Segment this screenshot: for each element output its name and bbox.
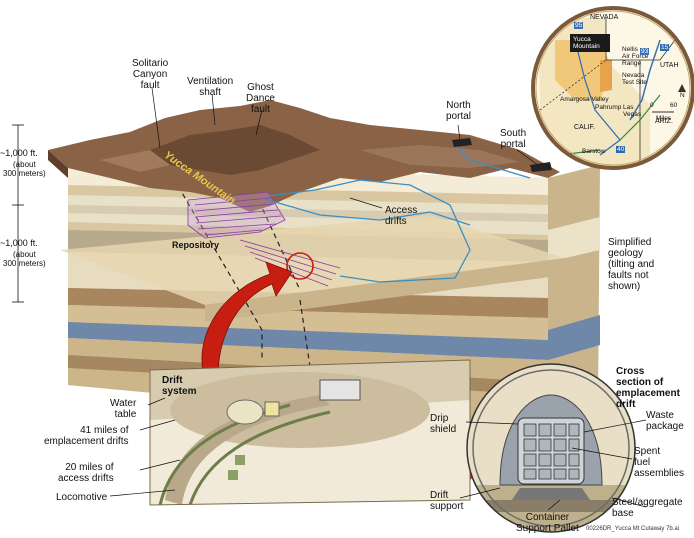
locomotive-label: Locomotive bbox=[56, 492, 108, 503]
map-hwy-95: 95 bbox=[574, 22, 584, 29]
map-yucca: Yucca Mountain bbox=[573, 36, 600, 50]
map-north-arrow-label: N bbox=[680, 92, 685, 99]
mountain-surface bbox=[48, 100, 560, 212]
map-nevada: NEVADA bbox=[590, 14, 619, 21]
container-support-pallet-label: Container Support Pallet bbox=[516, 512, 579, 534]
south-portal-label: South portal bbox=[500, 128, 527, 150]
drift-system-label: Drift system bbox=[162, 375, 197, 397]
drip-shield-label: Drip shield bbox=[430, 413, 457, 435]
map-nellis: Nellis Air Force Range bbox=[622, 46, 649, 67]
map-las-vegas: Las Vegas bbox=[623, 104, 642, 118]
solitario-canyon-fault-label: Solitario Canyon fault bbox=[132, 58, 169, 91]
location-map bbox=[531, 6, 694, 170]
water-table-label: Water table bbox=[110, 398, 137, 420]
access-drift-lines bbox=[267, 144, 531, 283]
red-arrow-to-drift bbox=[201, 261, 293, 373]
map-scale-miles: Miles bbox=[656, 115, 672, 122]
map-utah: UTAH bbox=[660, 62, 679, 69]
cross-section-title: Cross section of emplacement drift bbox=[616, 366, 680, 410]
map-test-site: Nevada Test Site bbox=[622, 72, 647, 86]
drift-system-inset bbox=[149, 359, 471, 506]
simplified-geology-label: Simplified geology (tilting and faults n… bbox=[608, 237, 655, 292]
block-side-face bbox=[548, 165, 600, 430]
depth-lower-note: (about 300 meters) bbox=[3, 250, 46, 268]
map-scale-60: 60 bbox=[670, 102, 678, 109]
steel-aggregate-base-label: Steel/aggregate base bbox=[612, 497, 683, 519]
map-calif: CALIF. bbox=[574, 124, 596, 131]
cross-section-inset bbox=[466, 363, 636, 533]
map-ariz: ARIZ. bbox=[655, 118, 673, 125]
ventilation-shaft-label: Ventilation shaft bbox=[187, 76, 234, 98]
drift-support-label: Drift support bbox=[430, 490, 464, 512]
emplacement-drifts-label: 41 miles of emplacement drifts bbox=[44, 425, 129, 447]
map-amargosa: Amargosa Valley bbox=[560, 96, 609, 103]
waste-package-label: Waste package bbox=[646, 410, 684, 432]
map-barstow: Barstow bbox=[582, 148, 606, 155]
access-drifts-label: Access drifts bbox=[385, 205, 418, 227]
ghost-dance-fault-label: Ghost Dance fault bbox=[246, 82, 275, 115]
map-pahrump: Pahrump bbox=[595, 104, 622, 111]
portal-markers bbox=[452, 138, 552, 172]
map-scale-0: 0 bbox=[650, 102, 654, 109]
map-hwy-40: 40 bbox=[616, 146, 626, 153]
credit-label: 00226DR_Yucca Mt Cutaway 7b.ai bbox=[586, 526, 680, 532]
leader-lines bbox=[109, 87, 647, 511]
map-hwy-15: 15 bbox=[660, 44, 670, 51]
repository-label: Repository bbox=[172, 240, 220, 250]
spent-fuel-label: Spent fuel assemblies bbox=[634, 446, 685, 479]
north-portal-label: North portal bbox=[446, 100, 472, 122]
depth-upper-note: (about 300 meters) bbox=[3, 160, 46, 178]
access-drifts-miles-label: 20 miles of access drifts bbox=[58, 462, 114, 484]
depth-brackets bbox=[12, 124, 24, 303]
depth-lower-value: ~1,000 ft. bbox=[0, 238, 38, 248]
depth-upper-value: ~1,000 ft. bbox=[0, 148, 38, 158]
drift-highlight-circle bbox=[286, 252, 314, 280]
map-hwy-93: 93 bbox=[640, 48, 650, 55]
